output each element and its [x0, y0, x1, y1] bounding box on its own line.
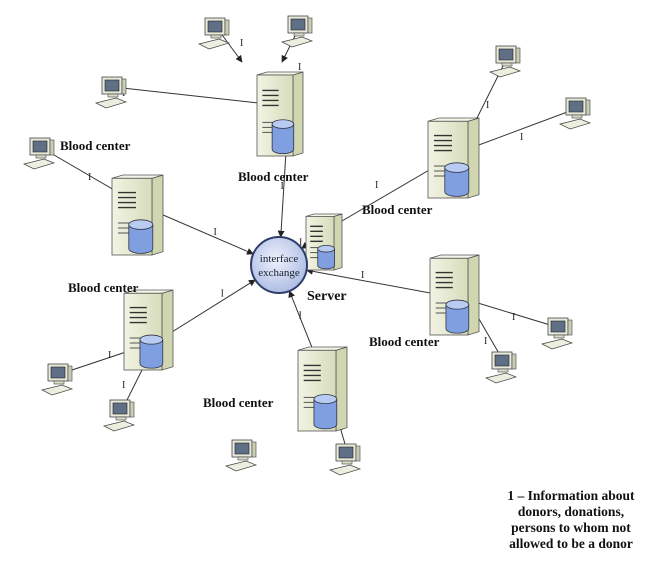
legend: 1 – Information about donors, donations,… [481, 488, 661, 552]
database-icon [139, 334, 164, 369]
server-tower-server [305, 213, 343, 271]
link-marker: I [281, 181, 284, 192]
server-tower-lower-left [123, 289, 174, 371]
legend-line-1: 1 – Information about [507, 488, 635, 503]
legend-line-2: donors, donations, [517, 504, 625, 519]
nodes [22, 15, 592, 476]
link-marker: I [299, 310, 302, 321]
legend-line-3: persons to whom not [511, 520, 631, 535]
database-icon [444, 162, 470, 197]
link-marker: I [221, 289, 224, 300]
database-icon [317, 244, 335, 270]
link-marker: I [375, 180, 378, 191]
hub-label-line2: exchange [258, 267, 300, 279]
server-label: Server [307, 289, 347, 304]
computer-icon [488, 45, 522, 78]
computer-icon [224, 439, 258, 472]
computer-icon [558, 97, 592, 130]
computer-icon [40, 363, 74, 396]
blood-center-label-5: Blood center [369, 334, 440, 349]
database-icon [271, 119, 295, 154]
link-marker: I [213, 227, 216, 238]
link-marker: I [486, 100, 489, 111]
computer-icon [280, 15, 314, 48]
computer-icon [540, 317, 574, 350]
link-marker: I [240, 38, 243, 49]
link-marker: I [361, 270, 364, 281]
computer-icon [22, 137, 56, 170]
client-link [112, 85, 286, 109]
blood-center-label-3: Blood center [362, 202, 433, 217]
database-icon [128, 219, 154, 254]
client-link [459, 106, 580, 154]
link-marker: I [298, 62, 301, 73]
blood-center-label-4: Blood center [68, 280, 139, 295]
link-marker: I [299, 237, 302, 248]
server-tower-bottom [297, 346, 348, 432]
computer-icon [484, 351, 518, 384]
computer-icon [197, 17, 231, 50]
server-tower-upper-right [427, 117, 480, 199]
server-tower-right [429, 254, 480, 336]
blood-center-label-1: Blood center [60, 138, 131, 153]
computer-icon [94, 76, 128, 109]
computer-icon [102, 399, 136, 432]
link-marker: I [122, 380, 125, 391]
computer-icon [328, 443, 362, 476]
database-icon [313, 394, 338, 430]
link-marker: I [88, 172, 91, 183]
legend-line-4: allowed to be a donor [509, 536, 633, 551]
interface-exchange-hub: interface exchange [250, 236, 308, 294]
link-marker: I [484, 336, 487, 347]
server-tower-top [256, 71, 304, 157]
server-tower-upper-left [111, 174, 164, 256]
blood-center-label-2: Blood center [238, 169, 309, 184]
database-icon [445, 299, 470, 334]
link-marker: I [108, 350, 111, 361]
blood-center-label-6: Blood center [203, 395, 274, 410]
link-marker: I [520, 132, 523, 143]
link-marker: I [512, 312, 515, 323]
hub-label-line1: interface [260, 253, 299, 265]
